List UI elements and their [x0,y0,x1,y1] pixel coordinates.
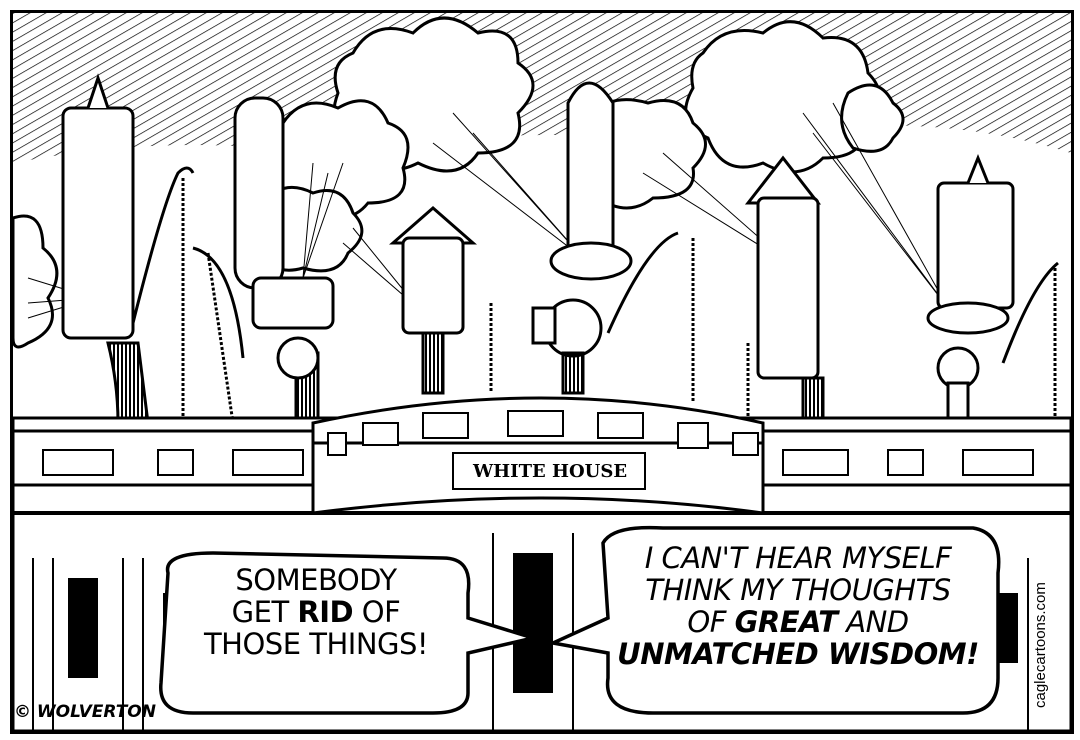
artist-signature: © WOLVERTON [14,702,156,722]
cartoon-illustration [13,13,1071,731]
white-house-sign: WHITE HOUSE [472,461,628,482]
bubble-line: SOMEBODY [181,563,451,597]
steam-whistles [61,73,1059,430]
bubble-text-emphasis: UNMATCHED WISDOM! [617,636,979,671]
bubble-text: THINK MY THOUGHTS [645,572,951,607]
sky-hatching [13,13,1071,163]
watermark: caglecartoons.com [1032,582,1049,708]
bubble-text: OF [687,604,735,639]
bubble-text-emphasis: RID [297,594,354,629]
bubble-text: AND [837,604,909,639]
bubble-line: GET RID OF [181,594,451,629]
bubble-line: THINK MY THOUGHTS [613,572,983,607]
bubble-text: I CAN'T HEAR MYSELF [644,541,952,575]
speech-bubble-right: I CAN'T HEAR MYSELF THINK MY THOUGHTS OF… [613,541,983,671]
speech-bubbles [159,525,1001,715]
bubble-line: UNMATCHED WISDOM! [613,636,983,671]
bubble-text: SOMEBODY [235,563,397,597]
cartoon-panel: WHITE HOUSE SOMEBODY GET RID OF THOSE TH… [10,10,1074,734]
bubble-text-emphasis: GREAT [734,604,838,639]
speech-bubble-left: SOMEBODY GET RID OF THOSE THINGS! [181,563,451,661]
bubble-line: OF GREAT AND [613,604,983,639]
bubble-text: GET [231,594,298,629]
bubble-text: THOSE THINGS! [203,626,429,661]
bubble-line: I CAN'T HEAR MYSELF [613,541,983,575]
bubble-line: THOSE THINGS! [181,626,451,661]
bubble-text: OF [353,594,401,629]
steam-beams [27,102,949,319]
